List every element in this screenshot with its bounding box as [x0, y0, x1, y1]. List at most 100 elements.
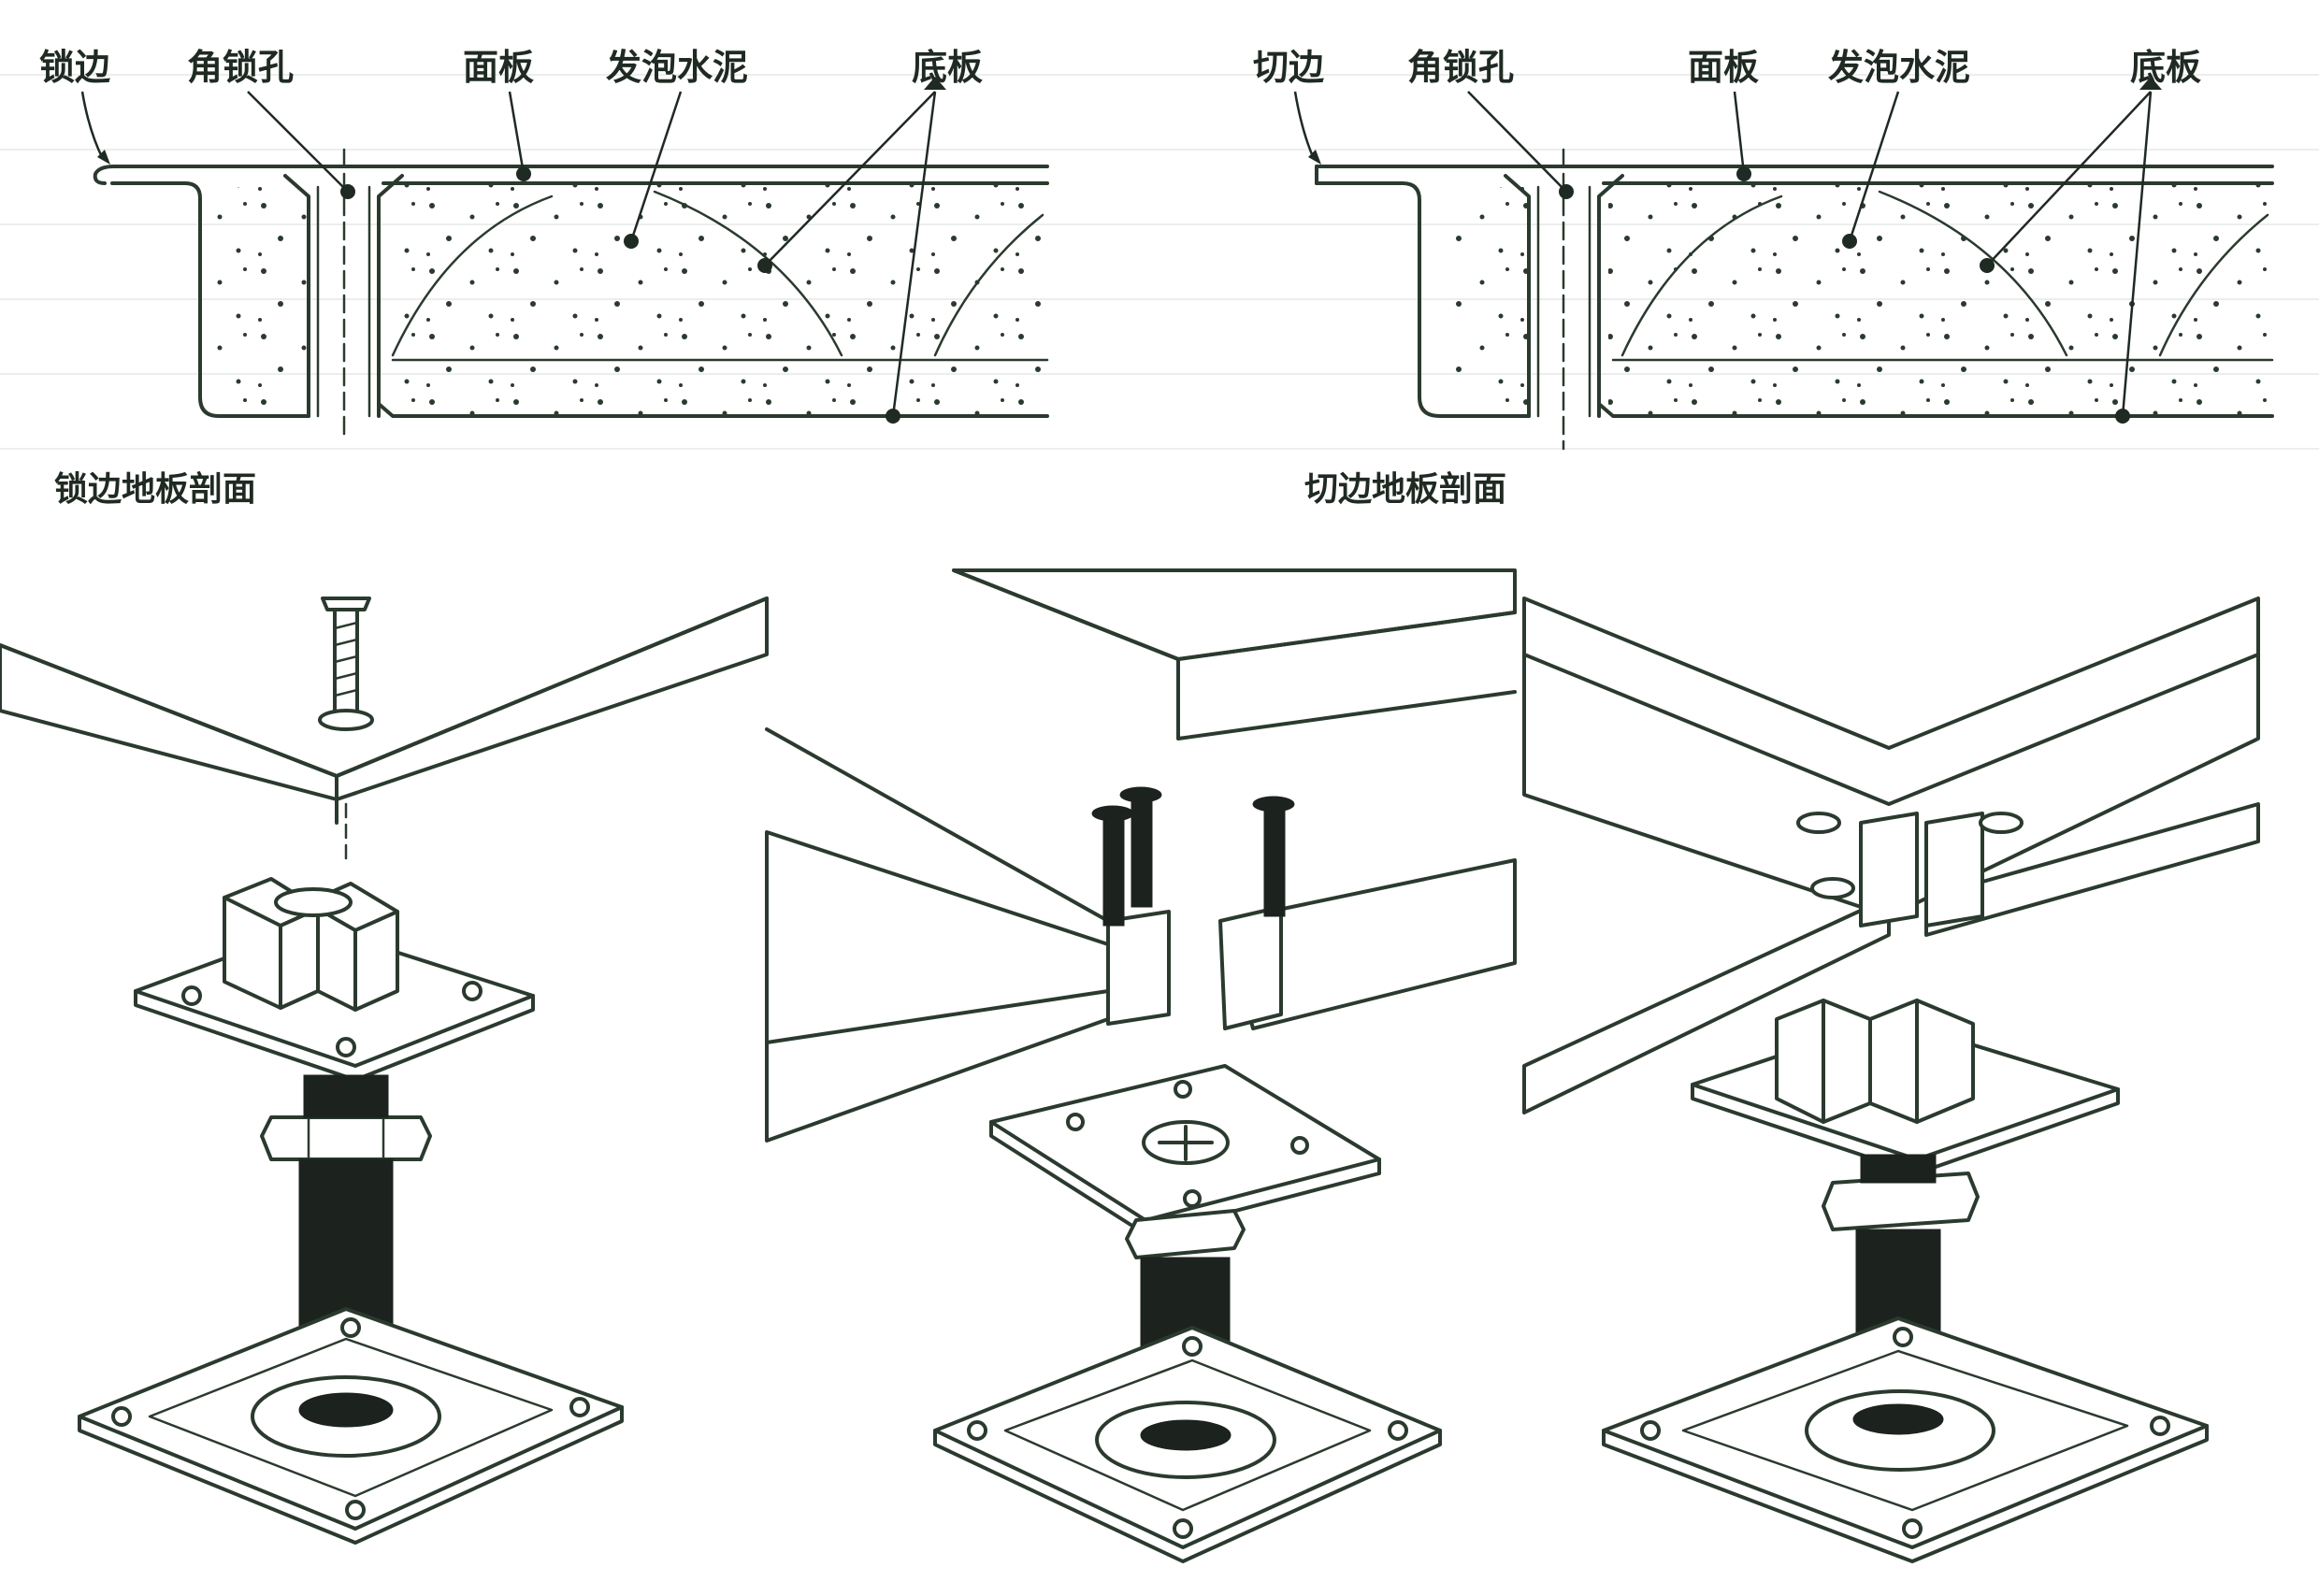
assembly-2-head-cross: [1158, 1125, 1214, 1161]
assembly-1-head-hole: [274, 887, 353, 917]
right-marker-corner-hole: [1559, 184, 1574, 199]
right-arc-2: [1878, 190, 2068, 357]
left-cross-section: 锁边 角锁孔 面板 发泡水泥 底板 锁边地板剖面: [39, 47, 1049, 509]
left-leader-corner-hole: [247, 91, 349, 193]
left-hole-wall-1: [283, 174, 310, 418]
left-leader-top-plate: [508, 91, 526, 175]
right-bottom-plate: [1597, 402, 2274, 418]
left-label-foam-cement: 发泡水泥: [606, 47, 748, 88]
assembly-2-stringer-on-pedestal: [765, 568, 1517, 1563]
left-leader-bottom-plate-1: [764, 91, 936, 266]
left-label-bottom-plate: 底板: [912, 47, 983, 88]
right-label-foam-cement: 发泡水泥: [1828, 47, 1970, 88]
assembly-3-panel-seam: [1522, 653, 2260, 806]
right-leader-top-plate: [1733, 91, 1746, 175]
assembly-2-screw-2: [1119, 786, 1162, 908]
right-leader-bottom-plate-2: [2121, 91, 2153, 417]
assembly-3-base-plate-thickness: [1602, 1424, 2209, 1563]
left-foam-fill: [393, 178, 1047, 416]
right-label-top-plate: 面板: [1688, 47, 1759, 88]
assembly-2-right-bracket: [1218, 905, 1283, 1030]
right-leader-foam-cement: [1848, 91, 1900, 242]
assembly-3-shaft-foot: [1852, 1403, 1944, 1435]
right-marker-bottom-plate-2: [2115, 409, 2130, 424]
assembly-3-assembled-corner: [1522, 597, 2260, 1563]
assembly-2-background-panel-edges: [952, 568, 1517, 740]
left-arc-1: [391, 194, 554, 357]
left-leader-foam-cement: [629, 91, 683, 242]
right-marker-top-plate: [1736, 166, 1751, 181]
left-leader-edge: [80, 91, 105, 160]
right-edge-foam-fill: [1445, 187, 1529, 407]
assembly-3-corner-bracket-1: [1859, 812, 1919, 927]
assembly-1-base-plate-thickness: [78, 1405, 624, 1545]
assembly-2-left-stringer: [765, 830, 1110, 1143]
assembly-2-background-panel: [952, 568, 1517, 661]
assembly-3-bolt-2: [1979, 812, 2024, 834]
assembly-3-corner-bracket-2: [1924, 812, 1984, 927]
assembly-2-plate-hole-3: [1174, 1080, 1192, 1099]
assembly-1-base-inner-frame: [148, 1337, 554, 1498]
right-label-corner-hole: 角锁孔: [1407, 47, 1514, 88]
left-marker-corner-hole: [340, 184, 355, 199]
left-hole-inner: [316, 185, 371, 418]
left-edge-foam-fill: [215, 187, 309, 407]
assembly-2-base-plate-thickness: [933, 1429, 1442, 1563]
left-marker-bottom-plate-1: [757, 258, 772, 273]
left-arrow-bottom-plate: [924, 77, 946, 90]
right-arrow-edge: [1308, 150, 1321, 165]
left-marker-bottom-plate-2: [886, 409, 900, 424]
left-edge-profile: [110, 181, 310, 418]
assembly-3-base-hole-3: [1893, 1327, 1913, 1347]
background-grid: [0, 74, 2319, 450]
assembly-2-base-hole-4: [1173, 1518, 1193, 1539]
right-label-edge: 切边: [1253, 47, 1324, 88]
left-bottom-plate: [377, 402, 1049, 418]
right-label-bottom-plate: 底板: [2130, 47, 2201, 88]
left-label-top-plate: 面板: [463, 47, 534, 88]
assembly-1-base-hole-4: [345, 1500, 366, 1520]
right-hole-inner: [1536, 185, 1592, 418]
right-hole-wall-1: [1504, 174, 1531, 418]
right-leader-corner-hole: [1467, 91, 1567, 193]
assembly-1-base-hole-1: [111, 1406, 132, 1427]
assembly-3-bolt-3: [1810, 877, 1855, 899]
assembly-1-panel: [0, 597, 769, 801]
assembly-2-screw-3: [1252, 796, 1295, 917]
left-leader-bottom-plate-2: [891, 91, 937, 417]
left-arrow-edge: [97, 150, 110, 165]
assembly-3-base-hole-1: [1640, 1420, 1661, 1441]
assembly-2-base-hole-2: [1388, 1420, 1408, 1441]
assembly-3-cross-head: [1775, 999, 1975, 1124]
assembly-2-shaft-foot: [1140, 1419, 1232, 1451]
assembly-3-base-hole-2: [2150, 1416, 2170, 1436]
right-arc-3: [2158, 213, 2269, 357]
assembly-3-bolt-1: [1796, 812, 1841, 834]
assembly-3-upper-shaft: [1860, 1154, 1937, 1184]
right-marker-bottom-plate-1: [1980, 258, 1995, 273]
assembly-1-base-hole-3: [340, 1317, 361, 1338]
right-leader-bottom-plate-1: [1986, 91, 2152, 266]
right-caption: 切边地板剖面: [1304, 470, 1506, 509]
left-label-edge: 锁边: [39, 47, 110, 88]
assembly-1-bolt-hole-1: [181, 985, 202, 1006]
assembly-2-left-bracket: [1106, 910, 1171, 1026]
assembly-1-panel-on-pedestal: [0, 597, 769, 1545]
right-leader-edge: [1293, 91, 1316, 160]
assembly-1-shaft-foot: [298, 1392, 394, 1428]
right-cross-section: 切边 角锁孔 面板 发泡水泥 底板 切边地板剖面: [1253, 47, 2274, 509]
assembly-2-nut: [1125, 1209, 1246, 1259]
assembly-2-screw-1: [1091, 805, 1134, 927]
assembly-2-base-hole-1: [967, 1420, 987, 1441]
assembly-1-base-hole-2: [569, 1397, 590, 1417]
assembly-3-nut: [1822, 1172, 1980, 1231]
right-foam-fill: [1608, 178, 2272, 416]
left-marker-top-plate: [516, 166, 531, 181]
left-marker-foam-cement: [624, 234, 639, 249]
assembly-3-base-hole-4: [1902, 1518, 1923, 1539]
right-marker-foam-cement: [1842, 234, 1857, 249]
assembly-2-plate-hole-2: [1290, 1136, 1309, 1155]
assembly-3-cross-head-edges: [1822, 999, 1919, 1124]
assembly-3-panel-surface: [1522, 597, 2260, 918]
